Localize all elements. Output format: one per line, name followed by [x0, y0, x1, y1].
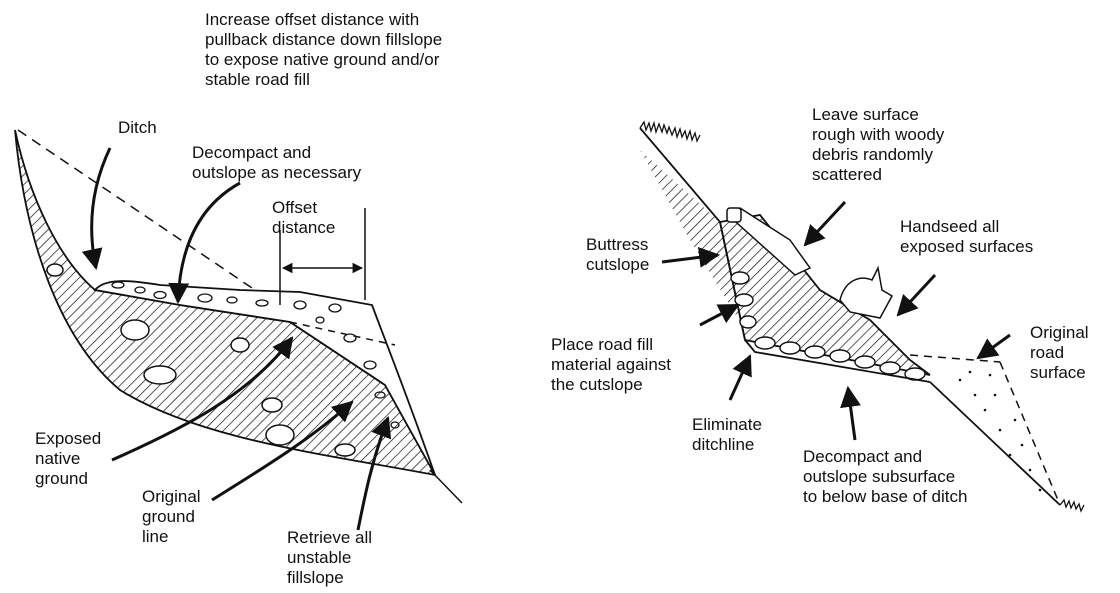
top-note-line-3: to expose native ground and/or [205, 50, 440, 69]
leave-surface-label-3: debris randomly [812, 145, 933, 164]
exposed-label-1: Exposed [35, 429, 101, 448]
right-cross-section: Leave surface rough with woody debris ra… [551, 105, 1089, 511]
original-ground-label-2: ground [142, 507, 195, 526]
handseed-arrow [898, 275, 935, 315]
buttress-label-1: Buttress [586, 235, 648, 254]
retrieve-label-2: unstable [287, 548, 351, 567]
offset-label-1: Offset [272, 198, 317, 217]
log-end [727, 208, 741, 222]
original-road-arrow [978, 335, 1010, 358]
buttress-label-2: cutslope [586, 255, 649, 274]
original-ground-label-1: Original [142, 487, 201, 506]
decompact-label-2: outslope as necessary [192, 163, 362, 182]
original-road-surface-line [910, 355, 1000, 362]
place-fill-arrow [700, 305, 738, 325]
exposed-label-3: ground [35, 469, 88, 488]
eliminate-label-1: Eliminate [692, 415, 762, 434]
eliminate-arrow [730, 356, 750, 400]
top-note-line-2: pullback distance down fillslope [205, 30, 442, 49]
original-road-label-1: Original [1030, 323, 1089, 342]
top-note-line-1: Increase offset distance with [205, 10, 419, 29]
decompact-sub-label-1: Decompact and [803, 447, 922, 466]
leave-surface-label-1: Leave surface [812, 105, 919, 124]
decompact-sub-label-2: outslope subsurface [803, 467, 955, 486]
decompact-arrow [178, 183, 240, 302]
handseed-label-2: exposed surfaces [900, 237, 1033, 256]
ditch-arrow [92, 148, 110, 268]
retrieve-label-1: Retrieve all [287, 528, 372, 547]
retrieve-label-3: fillslope [287, 568, 344, 587]
exposed-label-2: native [35, 449, 80, 468]
decompact-sub-label-3: to below base of ditch [803, 487, 967, 506]
fillslope-dashed-line [1000, 362, 1060, 505]
stump [840, 268, 892, 318]
leave-surface-label-4: scattered [812, 165, 882, 184]
place-fill-label-1: Place road fill [551, 335, 653, 354]
original-road-label-2: road [1030, 343, 1064, 362]
place-fill-label-2: material against [551, 355, 671, 374]
place-fill-label-3: the cutslope [551, 375, 643, 394]
toe-extension-line [430, 470, 462, 503]
leave-surface-arrow [805, 202, 845, 245]
handseed-label-1: Handseed all [900, 217, 999, 236]
grass-tuft-bottom [1060, 500, 1084, 511]
original-ground-label-3: line [142, 527, 168, 546]
decompact-label-1: Decompact and [192, 143, 311, 162]
decompact-sub-arrow [848, 388, 855, 440]
ditch-label: Ditch [118, 118, 157, 137]
eliminate-label-2: ditchline [692, 435, 754, 454]
offset-label-2: distance [272, 218, 335, 237]
original-road-label-3: surface [1030, 363, 1086, 382]
top-note-line-4: stable road fill [205, 70, 310, 89]
left-cross-section: Increase offset distance with pullback d… [15, 10, 462, 587]
leave-surface-label-2: rough with woody [812, 125, 945, 144]
